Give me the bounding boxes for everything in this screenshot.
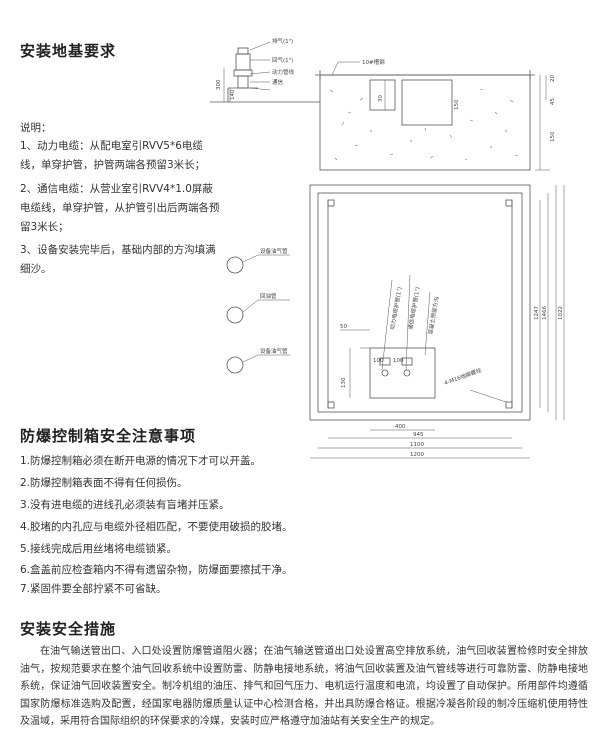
section-title-install-safety: 安装安全措施 [20, 620, 117, 638]
plan-view [226, 184, 565, 459]
label-power-pipe: 动力管线 [272, 68, 295, 76]
safety-item-4: 4.胶堵的内孔应与电缆外径相匹配，不要使用破损的胶堵。 [20, 521, 293, 533]
dim-140: 140 [230, 89, 236, 100]
safety-item-7: 7.紧固件要全部拧紧不可省缺。 [20, 583, 167, 595]
dim-150b: 150 [550, 131, 556, 142]
section-title-foundation: 安装地基要求 [20, 42, 117, 60]
dim-20: 20 [550, 75, 556, 82]
dim-30: 30 [378, 95, 384, 102]
safety-item-3: 3.没有进电缆的进线孔必须装有盲堵并压紧。 [20, 499, 230, 511]
label-bolt: 4-M16地脚螺栓 [443, 366, 483, 387]
note-2: 2、通信电缆：从营业室引RVV4*1.0屏蔽电缆线，单穿护管，从护管引出后两端各… [20, 183, 220, 233]
note-1: 1、动力电缆：从配电室引RVV5*6电缆线，单穿护管，护管两端各预留3米长； [20, 140, 206, 171]
safety-item-1: 1.防爆控制箱必须在断开电源的情况下才可以开盖。 [20, 455, 262, 467]
cross-section-view [210, 41, 550, 171]
label-channel-steel: 10#槽钢 [362, 58, 385, 66]
dim-130: 130 [341, 377, 347, 388]
foundation-drawing: 排气(1") 回气(1") 动力管线 通信 10#槽钢 300 140 30 1… [210, 37, 565, 459]
label-comm-pipe: 通信 [272, 78, 284, 86]
dim-1466: 1466 [542, 306, 548, 320]
install-safety-paragraph: 在油气输送管出口、入口处设置防爆管道阻火器；在油气输送管道出口处设置高空排放系统… [20, 646, 588, 727]
dim-1200: 1200 [410, 452, 424, 458]
dim-100a: 100 [373, 358, 384, 364]
dim-1022: 1022 [558, 306, 564, 320]
dim-150a: 150 [454, 99, 460, 110]
dim-50: 50 [340, 324, 347, 330]
dim-100b: 100 [393, 358, 404, 364]
safety-item-6: 6.盒盖前应检查箱内不得有遗留杂物，防爆面要擦拭干净。 [20, 564, 293, 576]
safety-item-2: 2.防爆控制箱表面不得有任何损伤。 [20, 477, 188, 489]
note-3: 3、设备安装完毕后，基础内部的方沟填满细沙。 [20, 244, 216, 275]
label-pipe1: 设备油气管 [260, 247, 288, 255]
dim-945: 945 [413, 432, 424, 438]
dim-1247: 1247 [534, 306, 540, 320]
dim-400: 400 [395, 424, 406, 430]
dim-300: 300 [216, 79, 222, 90]
safety-item-5: 5.接线完成后用丝堵将电缆锁紧。 [20, 543, 178, 555]
label-air-pipe: 排气(1") [272, 37, 293, 45]
label-pipe3: 设备油气管 [260, 347, 288, 355]
label-pipe2: 回油管 [260, 292, 277, 300]
section-title-explosion-proof: 防爆控制箱安全注意事项 [20, 427, 197, 445]
dim-1100: 1100 [410, 442, 424, 448]
notes-title: 说明： [20, 122, 52, 134]
dim-45: 45 [550, 98, 556, 105]
label-return-pipe: 回气(1") [272, 56, 293, 64]
